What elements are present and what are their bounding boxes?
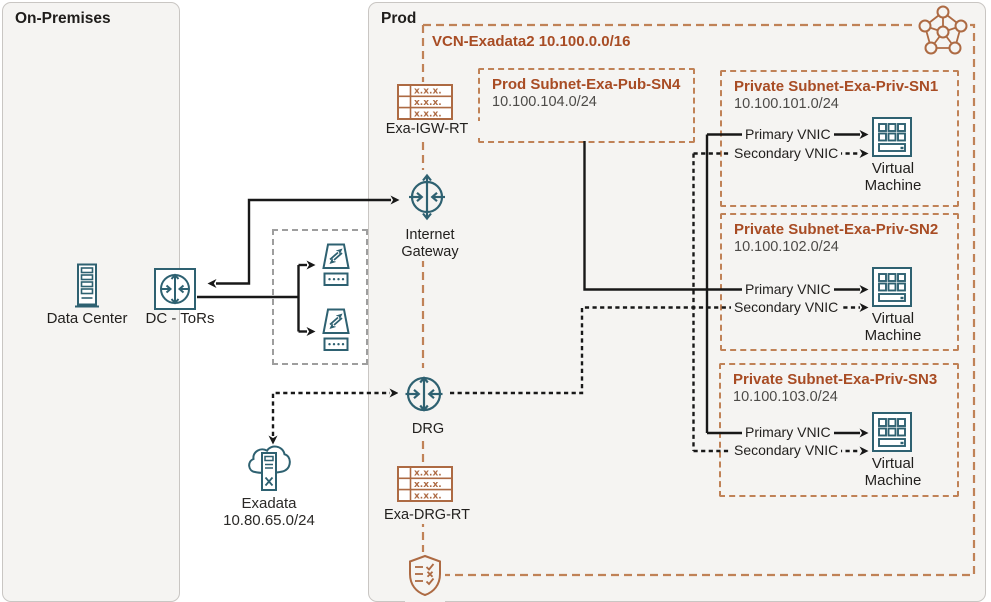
- vcn-icon: [916, 3, 970, 64]
- primary-vnic-label-sn1: Primary VNIC: [742, 126, 834, 143]
- exadata-icon: [245, 442, 293, 501]
- secondary-vnic-label-sn1: Secondary VNIC: [731, 145, 842, 162]
- subnet-priv-sn1-title: Private Subnet-Exa-Priv-SN1: [734, 78, 939, 95]
- subnet-priv-sn2-title: Private Subnet-Exa-Priv-SN2: [734, 221, 939, 238]
- route-cell: x.x.x.: [414, 98, 442, 108]
- drg-label: DRG: [405, 421, 451, 438]
- exa-igw-rt-icon: x.x.x. x.x.x. x.x.x.: [395, 82, 455, 127]
- tor-switch-icon-2: [318, 307, 354, 360]
- route-cell: x.x.x.: [414, 87, 442, 97]
- tor-switch-icon-1: [318, 242, 354, 295]
- route-cell: x.x.x.: [414, 469, 442, 479]
- vm-icon-sn3: [871, 411, 913, 458]
- secondary-vnic-label-sn2: Secondary VNIC: [731, 299, 842, 316]
- vm-icon-sn1: [871, 116, 913, 163]
- vm-label-sn3: Virtual Machine: [864, 455, 922, 489]
- subnet-priv-sn3-title: Private Subnet-Exa-Priv-SN3: [733, 371, 938, 388]
- vm-label-sn2: Virtual Machine: [864, 310, 922, 344]
- dc-tors-label: DC - ToRs: [145, 310, 215, 327]
- dc-tors-router-icon: [153, 267, 197, 316]
- exadata-label: Exadata: [241, 495, 297, 512]
- subnet-priv-sn3-cidr: 10.100.103.0/24: [733, 389, 838, 405]
- primary-vnic-label-sn3: Primary VNIC: [742, 424, 834, 441]
- exa-drg-rt-label: Exa-DRG-RT: [372, 507, 482, 524]
- subnet-priv-sn1-cidr: 10.100.101.0/24: [734, 96, 839, 112]
- internet-gateway-label: Internet Gateway: [386, 227, 474, 261]
- subnet-priv-sn2-cidr: 10.100.102.0/24: [734, 239, 839, 255]
- security-list-icon: [405, 552, 445, 602]
- exadata-cidr: 10.80.65.0/24: [223, 512, 315, 529]
- vm-label-sn1: Virtual Machine: [864, 160, 922, 194]
- prod-title: Prod: [381, 10, 417, 27]
- vm-icon-sn2: [871, 266, 913, 313]
- secondary-vnic-label-sn3: Secondary VNIC: [731, 442, 842, 459]
- vcn-label: VCN-Exadata2 10.100.0.0/16: [432, 33, 631, 50]
- internet-gateway-icon: [400, 170, 454, 229]
- data-center-icon: [72, 262, 102, 315]
- on-premises-title: On-Premises: [15, 10, 111, 27]
- exa-drg-rt-icon: x.x.x. x.x.x. x.x.x.: [395, 464, 455, 509]
- route-cell: x.x.x.: [414, 491, 442, 501]
- subnet-pub-sn4: Prod Subnet-Exa-Pub-SN4 10.100.104.0/24: [478, 68, 695, 143]
- primary-vnic-label-sn2: Primary VNIC: [742, 281, 834, 298]
- subnet-pub-sn4-cidr: 10.100.104.0/24: [492, 94, 597, 110]
- exa-igw-rt-label: Exa-IGW-RT: [374, 121, 480, 138]
- data-center-label: Data Center: [46, 310, 128, 327]
- drg-icon: [398, 368, 450, 425]
- route-cell: x.x.x.: [414, 109, 442, 119]
- subnet-pub-sn4-title: Prod Subnet-Exa-Pub-SN4: [492, 76, 681, 93]
- route-cell: x.x.x.: [414, 480, 442, 490]
